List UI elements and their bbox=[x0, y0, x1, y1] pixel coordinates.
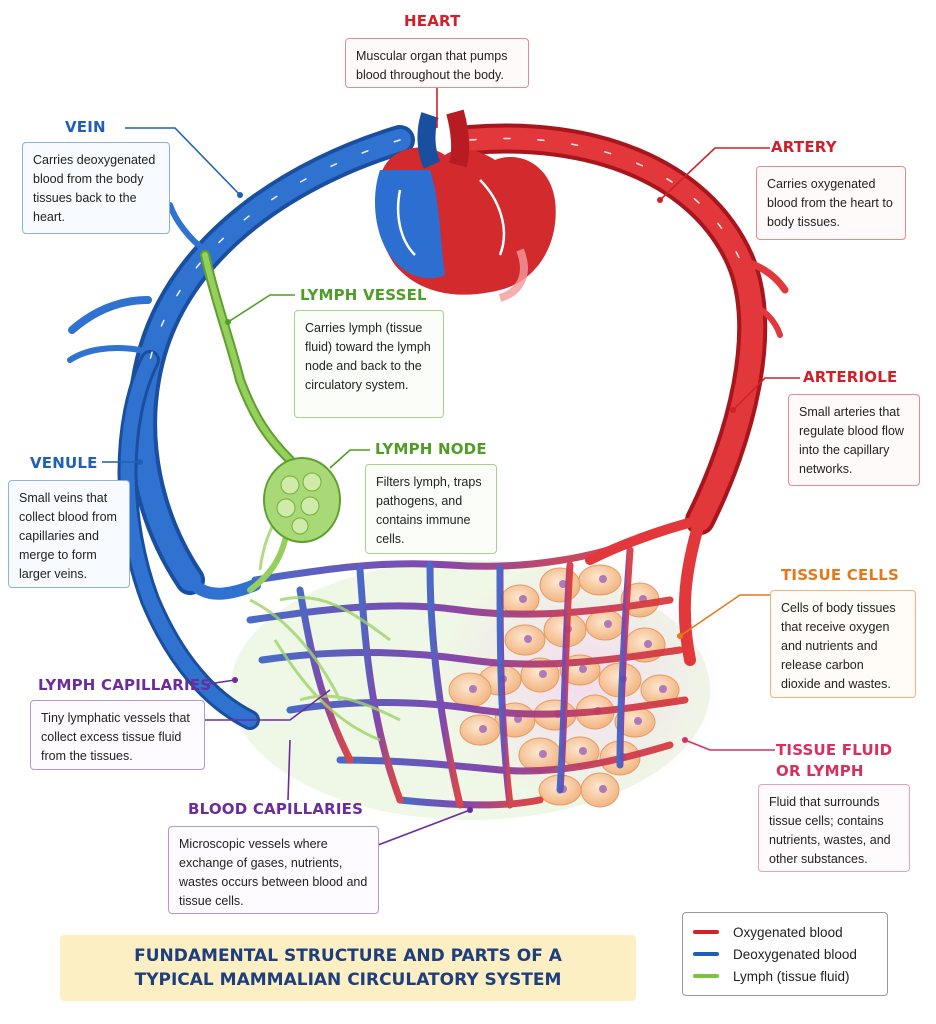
vein-vessel bbox=[67, 125, 415, 730]
tissue-cell-nucleus bbox=[644, 640, 652, 648]
blood-capillaries-description: Microscopic vessels where exchange of ga… bbox=[168, 826, 379, 914]
tissue-cell-nucleus bbox=[479, 725, 487, 733]
page-title-line2: TYPICAL MAMMALIAN CIRCULATORY SYSTEM bbox=[134, 970, 562, 990]
heart-title: HEART bbox=[404, 12, 461, 30]
lymph-vessel bbox=[200, 250, 295, 593]
artery-description: Carries oxygenated blood from the heart … bbox=[756, 166, 906, 240]
heart-description: Muscular organ that pumps blood througho… bbox=[345, 38, 529, 88]
tissue-cell-nucleus bbox=[579, 747, 587, 755]
legend-label-deoxygenated: Deoxygenated blood bbox=[733, 946, 857, 962]
venule-description: Small veins that collect blood from capi… bbox=[8, 480, 130, 588]
tissue-cell-nucleus bbox=[539, 670, 547, 678]
tissue-cell-nucleus bbox=[559, 580, 567, 588]
lymph-capillaries-title: LYMPH CAPILLARIES bbox=[38, 676, 212, 694]
leader-lines bbox=[102, 88, 800, 846]
artery-vessel bbox=[455, 123, 789, 666]
vein-description: Carries deoxygenated blood from the body… bbox=[22, 142, 170, 234]
lymph-node-title: LYMPH NODE bbox=[375, 440, 487, 458]
heart-illustration bbox=[375, 109, 556, 302]
legend-swatch-lymph bbox=[693, 974, 719, 978]
tissue-fluid-description: Fluid that surrounds tissue cells; conta… bbox=[758, 784, 910, 872]
page-title: FUNDAMENTAL STRUCTURE AND PARTS OF A TYP… bbox=[60, 935, 636, 1001]
legend-swatch-oxygenated bbox=[693, 930, 719, 934]
tissue-fluid-title-line1: TISSUE FLUID bbox=[776, 741, 893, 759]
tissue-cell-nucleus bbox=[659, 685, 667, 693]
lymph-vessel-description: Carries lymph (tissue fluid) toward the … bbox=[294, 310, 444, 418]
artery-title: ARTERY bbox=[771, 138, 837, 156]
legend-swatch-deoxygenated bbox=[693, 952, 719, 956]
legend-item-oxygenated: Oxygenated blood bbox=[693, 921, 877, 943]
tissue-cell-nucleus bbox=[604, 620, 612, 628]
arteriole-description: Small arteries that regulate blood flow … bbox=[788, 394, 920, 486]
lymph-vessel-title: LYMPH VESSEL bbox=[300, 286, 427, 304]
tissue-cell-nucleus bbox=[579, 665, 587, 673]
arteriole-title: ARTERIOLE bbox=[803, 368, 898, 386]
legend-item-lymph: Lymph (tissue fluid) bbox=[693, 965, 877, 987]
vein-title: VEIN bbox=[65, 118, 106, 136]
legend-label-oxygenated: Oxygenated blood bbox=[733, 924, 843, 940]
page-title-line1: FUNDAMENTAL STRUCTURE AND PARTS OF A bbox=[134, 946, 562, 966]
blood-capillaries-title: BLOOD CAPILLARIES bbox=[188, 800, 364, 818]
tissue-cells-title: TISSUE CELLS bbox=[781, 566, 899, 584]
tissue-cell-nucleus bbox=[599, 785, 607, 793]
lymph-node-description: Filters lymph, traps pathogens, and cont… bbox=[365, 464, 497, 554]
legend-label-lymph: Lymph (tissue fluid) bbox=[733, 968, 850, 984]
legend: Oxygenated blood Deoxygenated blood Lymp… bbox=[682, 912, 888, 996]
tissue-cell-nucleus bbox=[539, 750, 547, 758]
tissue-cell-nucleus bbox=[469, 685, 477, 693]
tissue-fluid-title-line2: OR LYMPH bbox=[776, 762, 864, 780]
venule-title: VENULE bbox=[30, 454, 98, 472]
tissue-fluid-title: TISSUE FLUID OR LYMPH bbox=[776, 740, 892, 782]
tissue-cells-description: Cells of body tissues that receive oxyge… bbox=[770, 590, 916, 698]
blood-capillary-network bbox=[246, 526, 689, 809]
lymph-capillaries-description: Tiny lymphatic vessels that collect exce… bbox=[30, 700, 205, 770]
tissue-cell-nucleus bbox=[599, 575, 607, 583]
tissue-cell-nucleus bbox=[519, 595, 527, 603]
lymph-node bbox=[263, 457, 341, 543]
tissue-cell-nucleus bbox=[634, 717, 642, 725]
tissue-cell-nucleus bbox=[524, 635, 532, 643]
legend-item-deoxygenated: Deoxygenated blood bbox=[693, 943, 877, 965]
